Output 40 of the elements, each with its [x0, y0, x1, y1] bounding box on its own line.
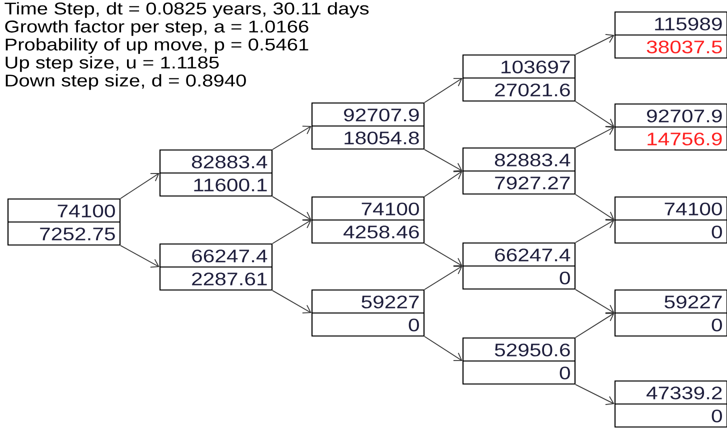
arrow [575, 101, 614, 127]
value-box: 74100 7252.75 [7, 198, 121, 246]
parameter-text: Time Step, dt = 0.0825 years, 30.11 days [4, 2, 369, 18]
value-box: 66247.4 0 [462, 242, 576, 290]
arrow [575, 312, 614, 338]
value-box: 59227 0 [614, 289, 727, 337]
arrow [575, 34, 614, 55]
arrow [272, 220, 312, 244]
arrow [575, 384, 614, 405]
arrow [272, 126, 312, 150]
arrow [575, 220, 614, 243]
value-box: 82883.4 7927.27 [462, 147, 576, 195]
parameter-text: Growth factor per step, a = 1.0166 [5, 20, 308, 36]
arrow [272, 290, 312, 314]
value-box: 66247.4 2287.61 [159, 243, 273, 291]
arrow [272, 196, 312, 220]
value-box: 103697 27021.6 [462, 54, 576, 102]
value-box: 115989 38037.5 [614, 11, 727, 59]
arrow [120, 173, 160, 199]
value-box: 74100 4258.46 [311, 196, 425, 244]
arrow [575, 194, 614, 220]
parameter-text: Probability of up move, p = 0.5461 [6, 38, 308, 54]
arrow [424, 266, 462, 290]
value-box: 92707.9 18054.8 [311, 102, 425, 150]
arrow [424, 149, 462, 172]
arrow [424, 78, 462, 103]
parameter-text: Up step size, u = 1.1185 [6, 56, 219, 72]
parameter-text: Down step size, d = 0.8940 [6, 74, 246, 90]
value-box: 47339.2 0 [614, 380, 727, 428]
arrow [424, 243, 462, 266]
arrow [120, 245, 160, 268]
value-box: 74100 0 [614, 196, 727, 244]
arrow [424, 171, 462, 197]
value-box: 82883.4 11600.1 [159, 149, 273, 197]
value-box: 92707.9 14756.9 [614, 103, 727, 151]
value-box: 59227 0 [311, 289, 425, 337]
value-box: 52950.6 0 [462, 337, 576, 385]
arrow [575, 126, 614, 148]
arrow [575, 289, 614, 314]
arrow [424, 336, 462, 361]
